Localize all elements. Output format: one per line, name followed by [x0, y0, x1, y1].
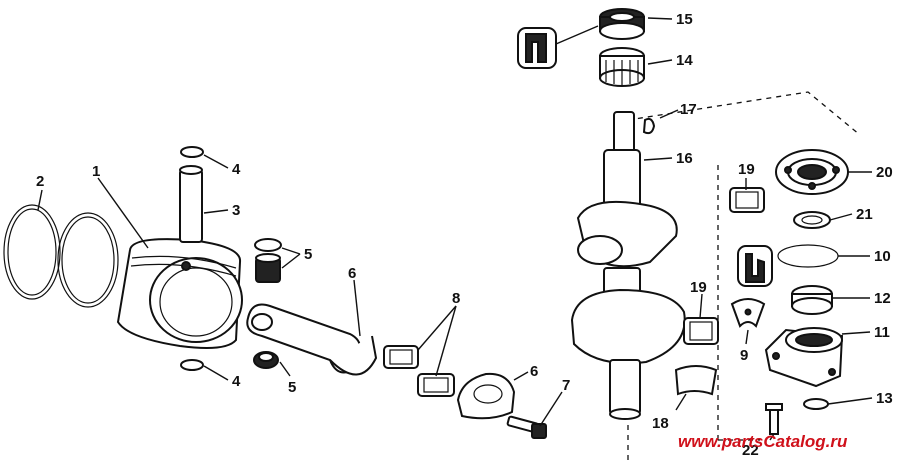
- callout-13: 13: [876, 390, 893, 407]
- rod-cap: [456, 372, 516, 420]
- o-ring-10: [777, 244, 839, 268]
- callout-5-bottom: 5: [288, 379, 296, 396]
- piston-pin: [179, 165, 203, 243]
- callout-10: 10: [874, 248, 891, 265]
- callout-19-center: 19: [690, 279, 707, 296]
- callout-14: 14: [676, 52, 693, 69]
- callout-21: 21: [856, 206, 873, 223]
- piston: [116, 238, 243, 349]
- ball-bearing: [775, 149, 849, 195]
- seal-detail-inset: [517, 25, 599, 69]
- connecting-rod: [246, 303, 378, 376]
- callout-3: 3: [232, 202, 240, 219]
- callout-22: 22: [742, 442, 759, 459]
- callout-18: 18: [652, 415, 669, 432]
- crankshaft: [570, 111, 686, 420]
- piston-rings: [3, 204, 119, 308]
- callout-labels: 1 2 3 4 4 5 5 6 6 7 8 9 10 11 12 13 14 1…: [36, 11, 893, 459]
- piston-pin-bearing-lower: [253, 351, 279, 369]
- housing-screw-22: [765, 403, 783, 435]
- watermark-text: www.partsCatalog.ru: [678, 432, 848, 451]
- callout-8: 8: [452, 290, 460, 307]
- callout-5-top: 5: [304, 246, 312, 263]
- main-bearing-race-half: [674, 365, 718, 396]
- washer-13: [803, 398, 829, 410]
- callout-4-bottom: 4: [232, 373, 241, 390]
- callout-9: 9: [740, 347, 748, 364]
- callout-6-cap: 6: [530, 363, 538, 380]
- retainer-ring-21: [793, 211, 831, 229]
- callout-17: 17: [680, 101, 697, 118]
- upper-needle-bearing: [599, 47, 645, 87]
- callout-15: 15: [676, 11, 693, 28]
- retaining-clip-9: [730, 298, 766, 328]
- callout-4-top: 4: [232, 161, 241, 178]
- lower-seal-12: [791, 285, 833, 315]
- callout-16: 16: [676, 150, 693, 167]
- callout-11: 11: [874, 324, 890, 341]
- bearing-housing-11: [764, 327, 844, 388]
- rod-bearing-cages: [383, 345, 455, 397]
- callout-19-right: 19: [738, 161, 755, 178]
- callout-12: 12: [874, 290, 891, 307]
- main-bearing-cage-center: [683, 317, 719, 345]
- callout-7: 7: [562, 377, 570, 394]
- clip-detail-inset: [737, 245, 773, 287]
- upper-seal: [599, 8, 645, 40]
- crankshaft-key: [642, 117, 656, 135]
- retaining-ring-bottom: [180, 359, 204, 371]
- callout-1: 1: [92, 163, 100, 180]
- callout-20: 20: [876, 164, 893, 181]
- leader-lines: [37, 17, 873, 441]
- main-bearing-cage-right: [729, 187, 765, 213]
- crankshaft-group-boundary: [627, 91, 861, 460]
- rod-bolt: [506, 415, 547, 439]
- piston-pin-bearing-upper: [254, 238, 282, 283]
- callout-2: 2: [36, 173, 44, 190]
- retaining-ring-top: [180, 146, 204, 158]
- callout-6-rod: 6: [348, 265, 356, 282]
